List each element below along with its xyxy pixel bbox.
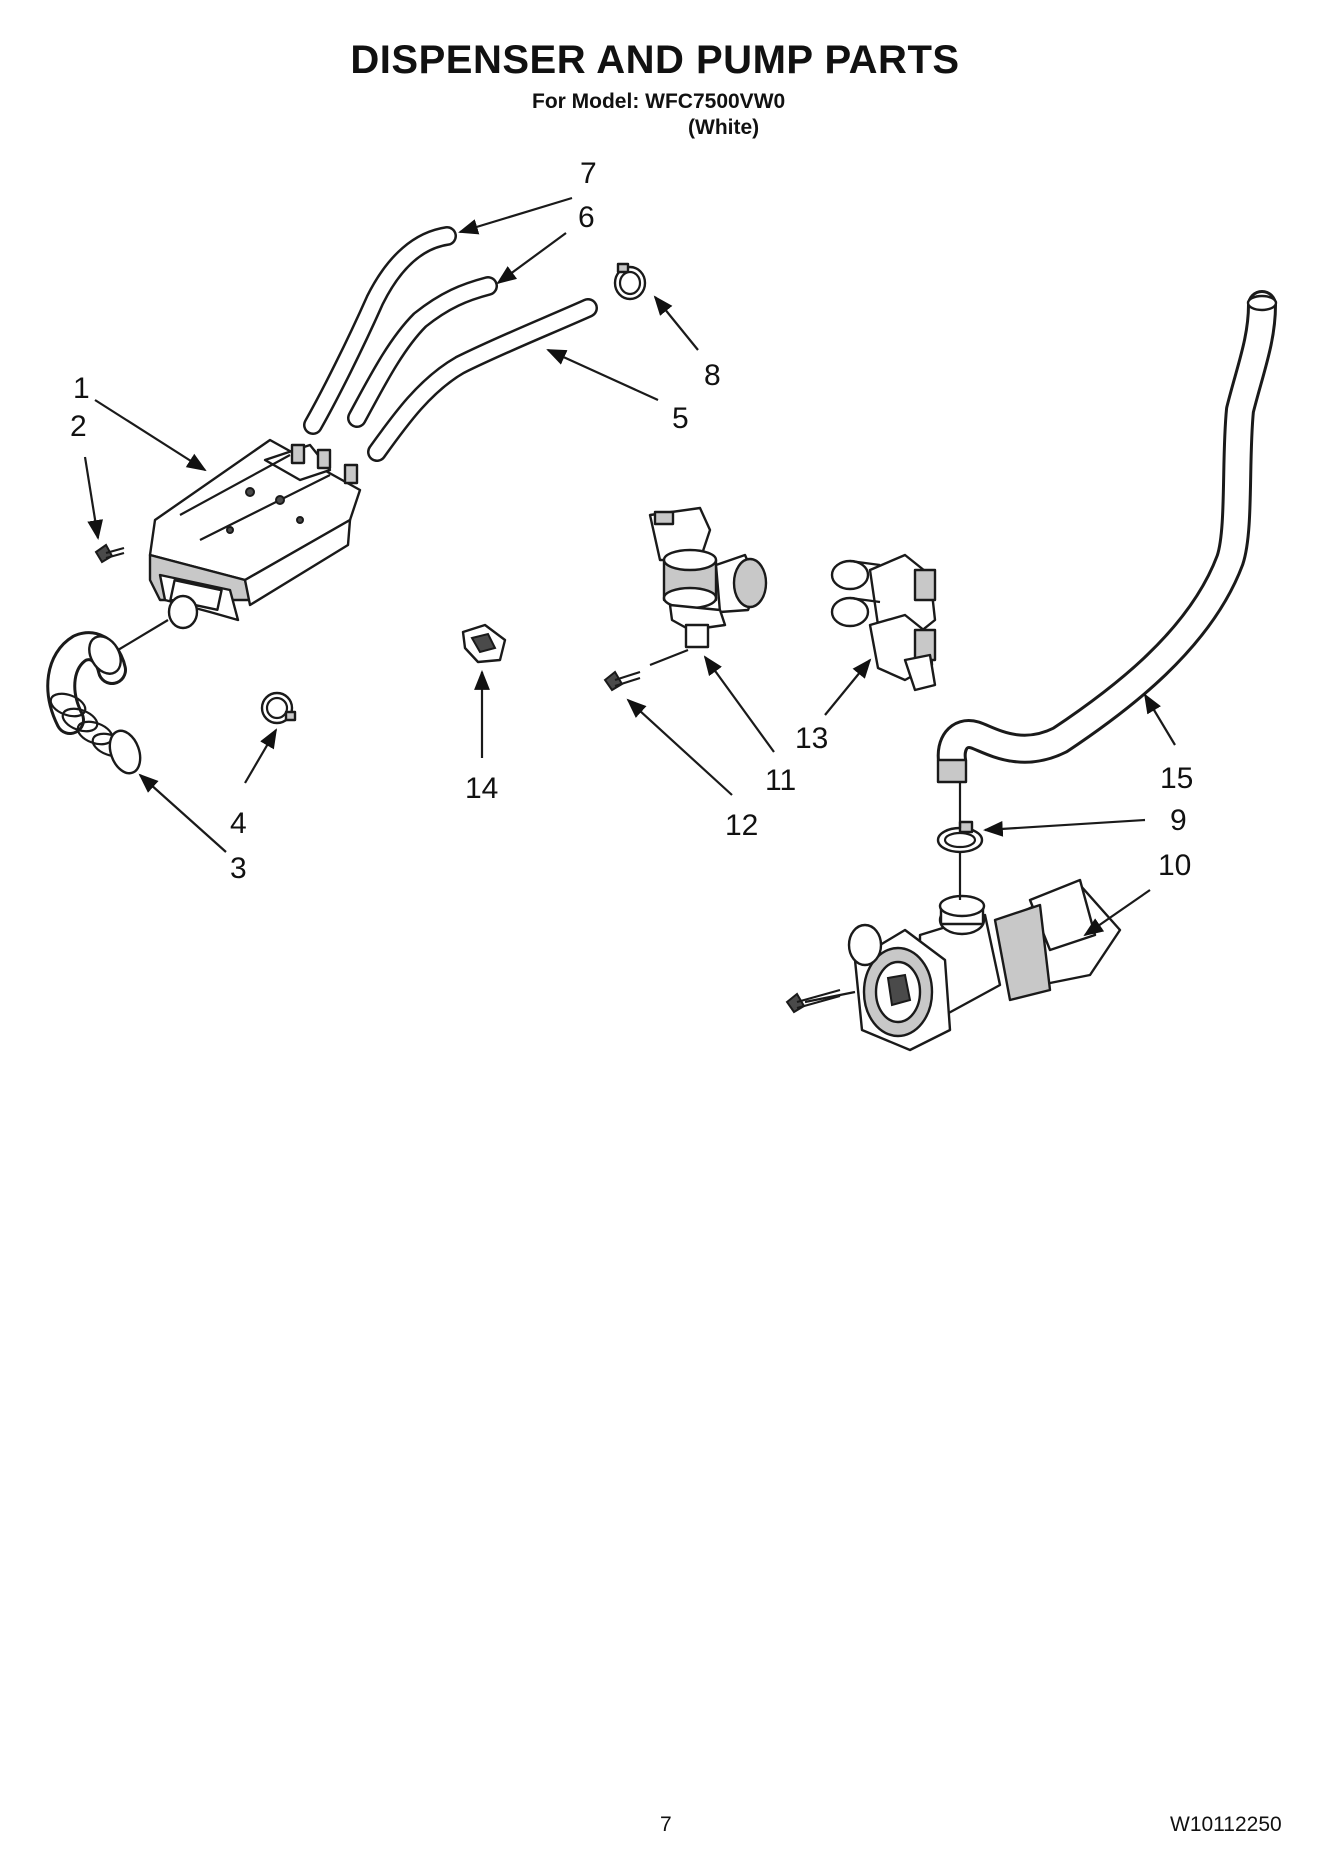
part-15-drain-hose [936,290,1278,784]
callout-9: 9 [1170,804,1187,837]
leader-8 [653,295,699,351]
leader-7 [458,196,573,235]
leader-3 [138,773,227,853]
leader-2 [83,456,103,540]
callout-15: 15 [1160,762,1193,795]
part-8-clamp [613,262,647,301]
part-4-clamp [260,691,297,725]
leader-13 [824,658,872,716]
callout-14: 14 [465,772,498,805]
leader-10 [1083,889,1151,937]
page-number: 7 [660,1813,672,1836]
leader-6 [496,232,567,285]
alignment-lines [117,619,962,1004]
leader-15 [1143,693,1176,746]
callout-11: 11 [765,764,796,797]
part-13-dual-valve [830,553,937,692]
part-7-hose [303,226,457,435]
leader-12 [626,698,733,796]
leader-5 [546,348,659,402]
callout-12: 12 [725,809,758,842]
part-11-valve [648,506,768,649]
part-10-drain-pump [847,878,1122,1052]
callout-8: 8 [704,359,721,392]
part-12-screw [603,670,641,692]
part-5-hose [367,298,598,462]
part-1-dispenser [148,438,362,630]
page-title: DISPENSER AND PUMP PARTS [350,38,960,82]
part-14-clip [461,623,507,664]
callout-7: 7 [580,157,597,190]
callout-2: 2 [70,410,87,443]
callout-4: 4 [230,807,247,840]
leader-1 [94,399,207,472]
part-3-bellows-hose [46,631,142,775]
callout-3: 3 [230,852,247,885]
model-line: For Model: WFC7500VW0 [532,90,786,113]
callout-13: 13 [795,722,828,755]
part-6-hose [347,276,498,428]
callout-6: 6 [578,201,595,234]
leader-9 [983,818,1146,837]
callout-1: 1 [73,372,90,405]
callout-5: 5 [672,402,689,435]
leader-11 [703,655,775,753]
color-line: (White) [688,116,760,139]
pump-screw [785,988,841,1014]
callout-10: 10 [1158,849,1191,882]
document-number: W10112250 [1170,1813,1282,1836]
leader-4 [244,728,277,784]
part-2-screw [94,543,125,564]
callout-labels: 1 2 3 4 5 6 7 8 9 10 11 12 13 14 15 [70,157,1193,885]
leader-arrows [83,196,1176,937]
